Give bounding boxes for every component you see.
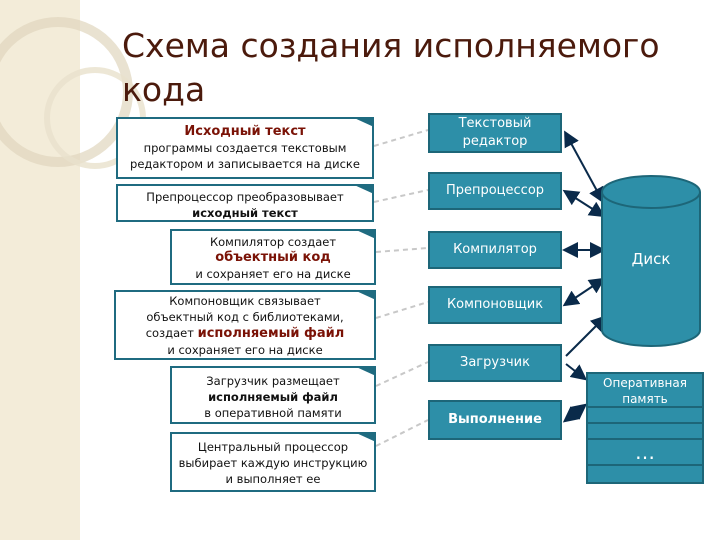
- connector-3: [375, 247, 429, 253]
- note-5-line3: в оперативной памяти: [204, 406, 342, 420]
- arrow-preproc-disk: [562, 189, 606, 218]
- memory-cell-ellipsis: …: [586, 438, 704, 466]
- note-fold-corner: [354, 290, 376, 300]
- note-linker: Компоновщик связывает объектный код с би…: [114, 290, 376, 360]
- note-fold-corner: [354, 229, 376, 239]
- note-3-line3: и сохраняет его на диске: [195, 267, 351, 281]
- arrow-exec-memory: [562, 403, 588, 423]
- memory-cell-5: [586, 464, 704, 484]
- note-cpu: Центральный процессор выбирает каждую ин…: [170, 432, 376, 492]
- note-4-line1: Компоновщик связывает: [169, 294, 321, 308]
- note-1-line2: программы создается текстовым: [143, 141, 347, 155]
- step-execution: Выполнение: [428, 400, 562, 440]
- note-3-line1: Компилятор создает: [209, 235, 337, 249]
- connector-1: [373, 129, 429, 147]
- note-fold-corner: [352, 184, 374, 194]
- note-4-line3: создает исполняемый файл: [116, 325, 374, 342]
- note-preprocessor: Препроцессор преобразовывает исходный те…: [116, 184, 374, 222]
- note-2-line1: Препроцессор преобразовывает: [146, 190, 344, 204]
- note-fold-corner: [354, 366, 376, 376]
- step-linker: Компоновщик: [428, 286, 562, 324]
- note-5-line1: Загрузчик размещает: [206, 374, 340, 388]
- step-loader: Загрузчик: [428, 344, 562, 382]
- note-3-line2: объектный код: [215, 250, 331, 265]
- arrow-editor-disk: [564, 130, 604, 204]
- note-fold-corner: [354, 432, 376, 442]
- note-fold-corner: [352, 117, 374, 127]
- note-source-text: Исходный текст программы создается текст…: [116, 117, 374, 179]
- memory-cell-label: Оперативная память: [586, 372, 704, 408]
- note-4-line2: объектный код с библиотеками,: [146, 310, 344, 324]
- note-6-line1: Центральный процессор: [197, 440, 349, 454]
- page-title: Схема создания исполняемого кода: [122, 26, 660, 109]
- connector-6: [375, 419, 429, 447]
- connector-5: [375, 361, 429, 387]
- note-loader: Загрузчик размещает исполняемый файл в о…: [170, 366, 376, 424]
- note-6-line3: и выполняет ее: [225, 472, 321, 486]
- note-4-line4: и сохраняет его на диске: [167, 343, 323, 357]
- note-compiler: Компилятор создает объектный код и сохра…: [170, 229, 376, 285]
- note-4-line3-highlight: исполняемый файл: [197, 326, 345, 341]
- note-1-heading: Исходный текст: [184, 124, 306, 139]
- left-decor-band: [0, 0, 80, 540]
- step-compiler: Компилятор: [428, 231, 562, 269]
- arrow-loader-memory: [565, 363, 588, 381]
- step-preprocessor: Препроцессор: [428, 172, 562, 210]
- arrow-linker-disk: [562, 277, 606, 307]
- connector-4: [375, 301, 429, 319]
- note-5-line2: исполняемый файл: [208, 390, 338, 404]
- note-6-line2: выбирает каждую инструкцию: [178, 456, 368, 470]
- connector-2: [373, 189, 429, 203]
- arrow-loader-disk: [565, 315, 607, 357]
- note-1-line3: редактором и записывается на диске: [130, 157, 360, 171]
- step-text-editor: Текстовый редактор: [428, 113, 562, 153]
- note-2-line2: исходный текст: [192, 206, 298, 220]
- disk-cylinder: [601, 175, 701, 347]
- note-4-line3-prefix: создает: [145, 326, 194, 340]
- decor-ring-large: [0, 17, 133, 167]
- disk-label: Диск: [631, 250, 671, 268]
